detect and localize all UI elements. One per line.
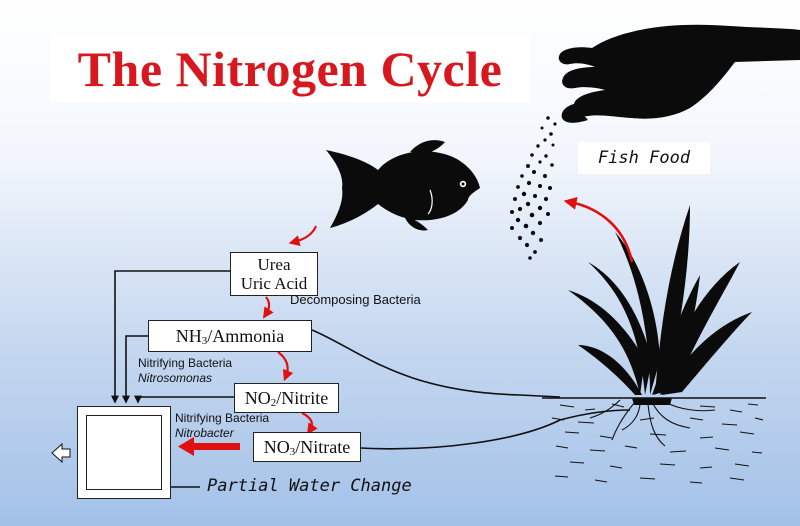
nitrate-subscript: 3 — [289, 446, 296, 458]
nitrifying-bacteria-label-1: Nitrifying Bacteria — [138, 356, 233, 370]
ammonia-name: /Ammonia — [207, 326, 285, 346]
nitrate-formula: NO — [263, 437, 290, 457]
plant-icon — [568, 205, 752, 405]
nitrifying-bacteria-label-2: Nitrifying Bacteria — [175, 411, 270, 425]
nitrate-name: /Nitrate — [295, 437, 351, 457]
nitrate-to-tank-arrow — [178, 437, 240, 456]
tank-icon — [77, 406, 171, 499]
page-title: The Nitrogen Cycle — [77, 41, 503, 97]
uric-acid-label: Uric Acid — [240, 274, 308, 293]
nitrite-name: /Nitrite — [276, 388, 329, 408]
fish-food-label: Fish Food — [578, 142, 710, 174]
urea-box: Urea Uric Acid — [230, 252, 318, 296]
nitrite-formula: NO — [244, 388, 271, 408]
tank-inner-frame — [86, 415, 162, 490]
nitrite-subscript: 2 — [270, 397, 277, 409]
ammonia-subscript: 3 — [201, 335, 208, 347]
partial-water-change-label: Partial Water Change — [207, 476, 412, 496]
decomposing-bacteria-label: Decomposing Bacteria — [290, 292, 421, 307]
title-banner: The Nitrogen Cycle — [50, 35, 530, 103]
ammonia-box: NH3/Ammonia — [148, 320, 312, 352]
hand-icon — [558, 24, 800, 123]
outflow-arrow-icon — [51, 442, 71, 464]
nitrobacter-group: Nitrifying Bacteria Nitrobacter — [175, 411, 269, 441]
nitrosomonas-label: Nitrosomonas — [138, 371, 213, 385]
nitrosomonas-group: Nitrifying Bacteria Nitrosomonas — [138, 356, 232, 386]
nitrobacter-label: Nitrobacter — [175, 426, 234, 440]
nitrite-box: NO2/Nitrite — [234, 383, 339, 413]
ammonia-formula: NH — [175, 326, 202, 346]
red-cycle-arrows — [262, 196, 634, 435]
gravel-substrate — [542, 397, 766, 484]
urea-label: Urea — [257, 255, 291, 274]
fish-icon — [326, 140, 480, 231]
nitrate-box: NO3/Nitrate — [253, 432, 361, 462]
fish-food-particles — [510, 116, 557, 260]
